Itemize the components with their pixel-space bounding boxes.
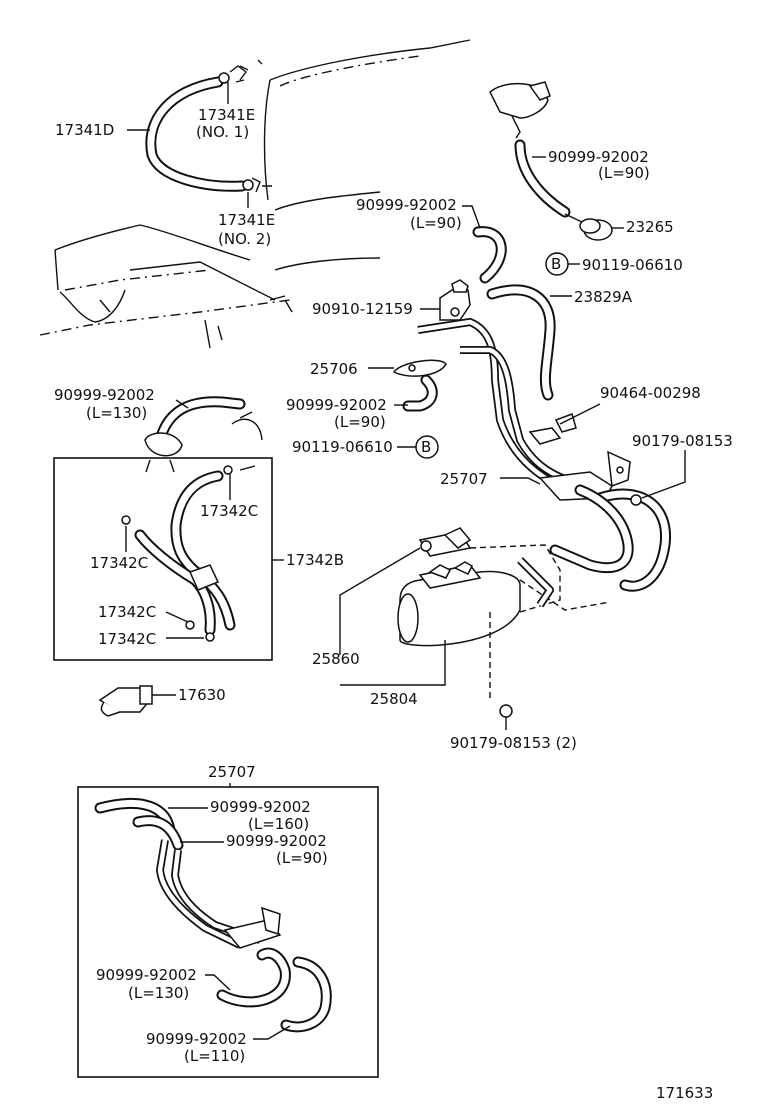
inset-label-4-len: (L=110) (184, 1047, 245, 1065)
inset-label-3: 90999-92002 (96, 966, 197, 984)
figure-number: 171633 (656, 1084, 713, 1102)
label-17630: 17630 (178, 686, 226, 704)
label-90119-left: 90119-06610 (292, 438, 393, 456)
hose-90999-mid (472, 226, 507, 284)
label-25706: 25706 (310, 360, 358, 378)
label-17341E-2-no: (NO. 2) (218, 230, 271, 248)
reference-b-circle-2 (415, 435, 439, 459)
label-23265: 23265 (626, 218, 674, 236)
nut-90179-bottom (499, 704, 513, 718)
sensor-17630 (98, 685, 153, 717)
label-17341E-2: 17341E (218, 211, 275, 229)
label-17342C-d: 17342C (98, 630, 156, 648)
engine-outline (39, 39, 471, 349)
clip-25706 (392, 359, 447, 377)
label-90999-mid: 90999-92002 (356, 196, 457, 214)
label-90999-box-len: (L=130) (86, 404, 147, 422)
label-90999-left-len: (L=90) (334, 413, 386, 431)
inset-title-25707: 25707 (208, 763, 256, 781)
label-b-circle-1: B (551, 255, 561, 273)
canister-25804 (397, 561, 521, 647)
valve-25860 (418, 527, 472, 557)
inset-label-2: 90999-92002 (226, 832, 327, 850)
hose-assembly-17342B (121, 465, 256, 642)
pipe-assembly-25707 (417, 318, 631, 504)
hose-90999-box-top (144, 396, 263, 473)
label-90179-right: 90179-08153 (632, 432, 733, 450)
label-90179-bottom: 90179-08153 (2) (450, 734, 577, 752)
label-90910: 90910-12159 (312, 300, 413, 318)
label-17342C-b: 17342C (90, 554, 148, 572)
label-17342C-a: 17342C (200, 502, 258, 520)
label-90999-top-len: (L=90) (598, 164, 650, 182)
inset-pipe-assembly (94, 798, 332, 1033)
label-17342B: 17342B (286, 551, 344, 569)
label-90999-left: 90999-92002 (286, 396, 387, 414)
label-17341E-1: 17341E (198, 106, 255, 124)
label-25804: 25804 (370, 690, 418, 708)
inset-label-3-len: (L=130) (128, 984, 189, 1002)
label-17342C-c: 17342C (98, 603, 156, 621)
label-90999-top: 90999-92002 (548, 148, 649, 166)
vsv-90910 (439, 279, 471, 321)
label-90119-top: 90119-06610 (582, 256, 683, 274)
label-25707: 25707 (440, 470, 488, 488)
hose-23829A (486, 284, 556, 401)
inset-label-2-len: (L=90) (276, 849, 328, 867)
label-b-circle-2: B (421, 438, 431, 456)
nut-90179-right (630, 494, 642, 506)
label-90464: 90464-00298 (600, 384, 701, 402)
inset-box-25707 (77, 786, 379, 1078)
label-25860: 25860 (312, 650, 360, 668)
detail-box-17342B (53, 457, 273, 661)
hose-90999-left (402, 374, 438, 412)
vsv-top (489, 81, 551, 139)
inset-label-1: 90999-92002 (210, 798, 311, 816)
label-23829A: 23829A (574, 288, 633, 306)
label-90999-box: 90999-92002 (54, 386, 155, 404)
label-90999-mid-len: (L=90) (410, 214, 462, 232)
label-17341D: 17341D (55, 121, 114, 139)
hose-17341D (145, 65, 272, 193)
clamp-90464 (528, 403, 601, 445)
inset-label-4: 90999-92002 (146, 1030, 247, 1048)
hose-right-loop (549, 484, 672, 592)
label-17341E-1-no: (NO. 1) (196, 123, 249, 141)
inset-label-1-len: (L=160) (248, 815, 309, 833)
part-23265 (564, 213, 613, 241)
hose-90999-top (514, 139, 571, 218)
